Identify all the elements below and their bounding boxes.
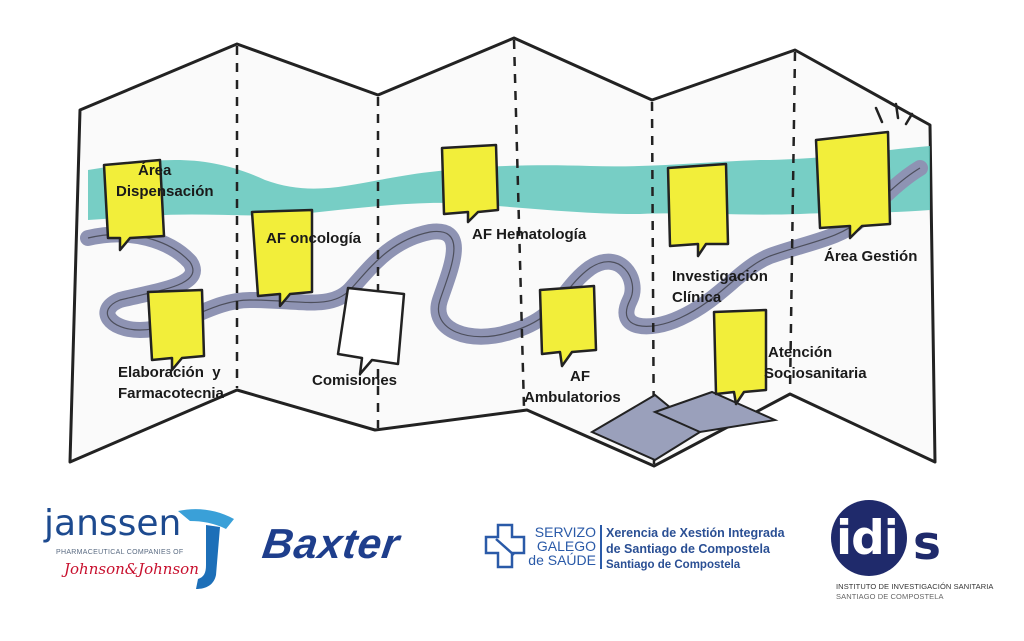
- idis-circle: [831, 500, 907, 576]
- janssen-swoosh-icon: [178, 509, 234, 589]
- sergas-name-line: GALEGO: [536, 538, 596, 554]
- emphasis-strokes: [874, 102, 914, 126]
- label-line: Comisiones: [312, 372, 398, 389]
- label-line: Área: [138, 162, 172, 179]
- idis-caption-line: SANTIAGO DE COMPOSTELA: [836, 592, 944, 601]
- idis-wordmark: idi: [836, 511, 899, 566]
- fold-lines: [235, 39, 797, 465]
- sergas-department-line: Xerencia de Xestión Integrada: [606, 526, 785, 540]
- label-line: Área Gestión: [824, 248, 918, 265]
- label-af-hematologia: AF Hematología: [472, 224, 586, 245]
- janssen-subtitle: PHARMACEUTICAL COMPANIES OF: [56, 549, 184, 556]
- bubble-comisiones: [336, 286, 406, 376]
- sergas-department-line: Santiago de Compostela: [606, 559, 741, 571]
- bubble-area-gestion: [814, 130, 892, 240]
- label-line: Farmacotecnia: [118, 385, 224, 402]
- label-area-dispensacion: Área Dispensación: [116, 160, 214, 202]
- label-line: AF: [570, 368, 590, 385]
- bubble-af-ambulatorios: [538, 284, 598, 368]
- folded-map-illustration: [68, 36, 937, 468]
- label-comisiones: Comisiones: [312, 370, 397, 391]
- label-elaboracion-farmacotecnia: Elaboración y Farmacotecnia: [118, 362, 224, 404]
- sergas-name-line: de SAÚDE: [528, 552, 596, 568]
- sergas-name: SERVIZO GALEGO de SAÚDE: [522, 525, 596, 567]
- label-line: Dispensación: [116, 183, 214, 200]
- fold-line: [788, 51, 797, 393]
- baxter-logo: Baxter: [259, 520, 404, 567]
- janssen-wordmark: janssen: [44, 503, 182, 544]
- river-edge: [87, 167, 921, 338]
- bubble-investigacion-clinica: [666, 162, 730, 258]
- label-area-gestion: Área Gestión: [824, 246, 917, 267]
- label-line: Sociosanitaria: [764, 365, 867, 382]
- label-line: Clínica: [672, 289, 722, 306]
- label-line: Ambulatorios: [524, 389, 621, 406]
- label-line: AF Hematología: [472, 226, 587, 243]
- sergas-cross-icon: [484, 523, 526, 569]
- label-line: Investigación: [672, 268, 768, 285]
- jnj-wordmark: Johnson&Johnson: [64, 560, 199, 578]
- label-line: Atención: [768, 344, 833, 361]
- sergas-divider: [600, 525, 602, 569]
- fold-line: [512, 39, 526, 409]
- label-line: AF oncología: [266, 230, 361, 247]
- label-investigacion-clinica: Investigación Clínica: [672, 266, 768, 308]
- mountain: [652, 390, 779, 434]
- label-af-oncologia: AF oncología: [266, 228, 361, 249]
- bubble-af-hematologia: [440, 143, 500, 224]
- label-atencion-sociosanitaria: Atención Sociosanitaria: [764, 342, 867, 384]
- label-line: Elaboración y: [118, 364, 221, 381]
- bubble-area-dispensacion: [102, 158, 166, 252]
- label-af-ambulatorios: AF Ambulatorios: [524, 366, 621, 408]
- bubble-atencion-sociosanitaria: [712, 308, 768, 406]
- idis-caption-line: INSTITUTO DE INVESTIGACIÓN SANITARIA: [836, 582, 994, 591]
- idis-wordmark-s: s: [913, 516, 941, 571]
- bubble-af-oncologia: [250, 208, 314, 308]
- sergas-name-line: SERVIZO: [534, 524, 596, 540]
- sergas-department: Xerencia de Xestión Integrada de Santiag…: [606, 525, 785, 573]
- bubble-elaboracion-farmacotecnia: [146, 288, 206, 372]
- sergas-department-line: de Santiago de Compostela: [606, 542, 770, 556]
